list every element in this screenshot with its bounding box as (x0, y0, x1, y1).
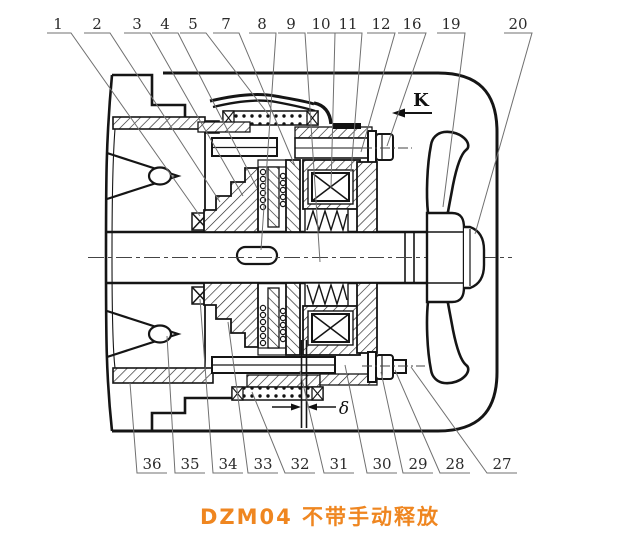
view-k-label: K (413, 90, 430, 111)
callouts-bottom: 36 35 34 33 32 31 30 29 28 27 (142, 455, 511, 473)
callout-36: 36 (142, 455, 161, 473)
dimension-arrow-left (291, 403, 301, 411)
callout-7: 7 (221, 15, 231, 33)
brake-hub-lower (203, 282, 259, 348)
callout-27: 27 (492, 455, 511, 473)
callout-1: 1 (53, 15, 63, 33)
callout-30: 30 (372, 455, 391, 473)
shaft-end-cap (464, 225, 486, 290)
release-springs-upper (304, 208, 349, 233)
fan (425, 130, 486, 385)
callout-20: 20 (508, 15, 527, 33)
motor-housing (104, 73, 300, 433)
callout-12: 12 (371, 15, 390, 33)
mounting-bolt-lower (362, 351, 425, 383)
callout-16: 16 (402, 15, 421, 33)
brake-hub-upper (203, 167, 259, 233)
callout-3: 3 (132, 15, 142, 33)
callout-8: 8 (257, 15, 267, 33)
callout-9: 9 (286, 15, 296, 33)
air-gap-dimension: δ (272, 340, 349, 428)
shaft-keyway (235, 245, 279, 266)
callout-31: 31 (329, 455, 348, 473)
fan-hub (425, 211, 466, 304)
callouts-top: 1 2 3 4 5 7 8 9 10 11 12 16 19 20 (53, 15, 527, 33)
brake-assembly-lower (203, 282, 425, 401)
callout-32: 32 (290, 455, 309, 473)
magnet-body-upper (356, 161, 378, 233)
callout-4: 4 (160, 15, 170, 33)
callout-11: 11 (338, 15, 357, 33)
armature-lower (285, 282, 301, 356)
magnet-body-lower (356, 282, 378, 354)
coil-lower (302, 305, 361, 356)
fan-cover-outline (112, 71, 499, 433)
callout-34: 34 (218, 455, 237, 473)
dimension-arrow-right (307, 403, 317, 411)
figure-caption: DZM04 不带手动释放 (199, 505, 441, 529)
callout-35: 35 (180, 455, 199, 473)
callout-2: 2 (92, 15, 102, 33)
gap-delta-label: δ (339, 399, 349, 419)
callout-29: 29 (408, 455, 427, 473)
callout-33: 33 (253, 455, 272, 473)
lead-wires (209, 93, 333, 125)
leader-lines (47, 32, 533, 474)
callout-28: 28 (445, 455, 464, 473)
callout-19: 19 (441, 15, 460, 33)
mounting-bolt-upper (362, 130, 412, 164)
fan-blade-lower (425, 298, 470, 385)
callout-5: 5 (188, 15, 198, 33)
callout-10: 10 (311, 15, 330, 33)
release-springs-lower (304, 282, 349, 307)
armature-upper (285, 159, 301, 233)
view-k-indicator: K (392, 90, 432, 118)
cooling-fin-upper (106, 151, 182, 201)
brake-assembly-upper (197, 93, 412, 233)
cooling-fin-lower (106, 309, 182, 359)
coil-tape-band-lower (231, 386, 324, 401)
